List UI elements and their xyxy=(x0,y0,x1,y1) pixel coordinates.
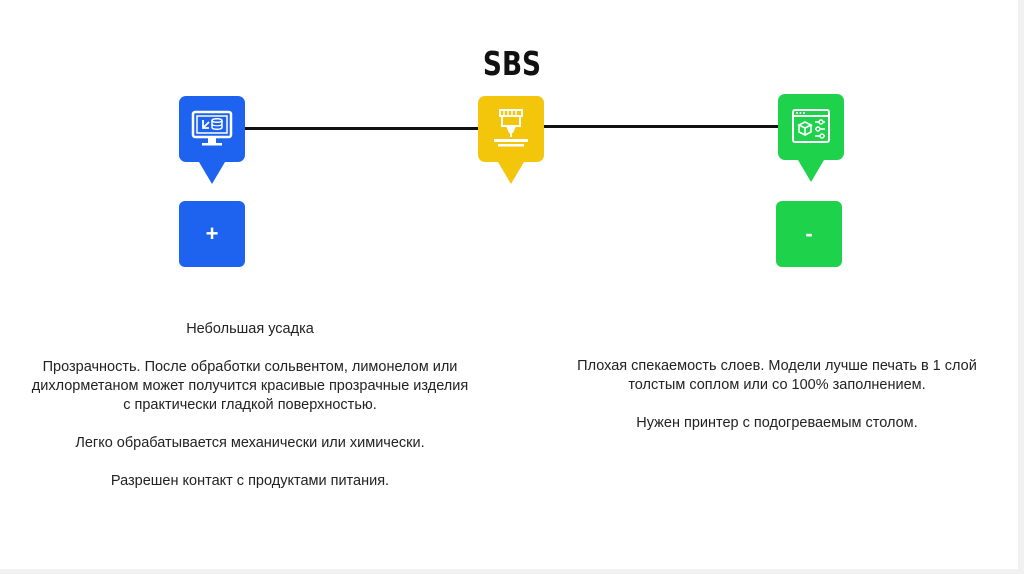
slide-title: SBS xyxy=(482,44,542,83)
pros-item: Прозрачность. После обработки сольвентом… xyxy=(31,359,469,413)
pin-box-monitor xyxy=(179,96,245,162)
pin-pointer xyxy=(199,162,225,184)
pin-pointer xyxy=(498,162,524,184)
frame-edge-right xyxy=(1018,0,1024,574)
cons-item: Плохая спекаемость слоев. Модели лучше п… xyxy=(577,358,977,393)
pin-box-printer xyxy=(478,96,544,162)
frame-edge-bottom xyxy=(0,569,1024,574)
cons-item: Нужен принтер с подогреваемым столом. xyxy=(636,415,918,431)
pin-pointer xyxy=(798,160,824,182)
computer-monitor-icon xyxy=(191,110,233,146)
pin-marker-settings xyxy=(778,94,844,182)
pin-marker-monitor xyxy=(179,96,245,184)
pin-box-settings xyxy=(778,94,844,160)
cons-badge: - xyxy=(776,201,842,267)
pros-text: Небольшая усадка Прозрачность. После обр… xyxy=(30,320,470,510)
pin-marker-printer xyxy=(478,96,544,184)
pros-item: Легко обрабатывается механически или хим… xyxy=(75,435,425,451)
connector-line-right xyxy=(544,125,780,128)
browser-settings-cube-icon xyxy=(792,109,830,143)
cons-text: Плохая спекаемость слоев. Модели лучше п… xyxy=(568,357,986,452)
pros-badge: + xyxy=(179,201,245,267)
3d-printer-nozzle-icon xyxy=(494,109,528,147)
pros-item: Разрешен контакт с продуктами питания. xyxy=(110,473,390,489)
connector-line-left xyxy=(244,127,480,130)
pros-item: Небольшая усадка xyxy=(186,321,314,337)
